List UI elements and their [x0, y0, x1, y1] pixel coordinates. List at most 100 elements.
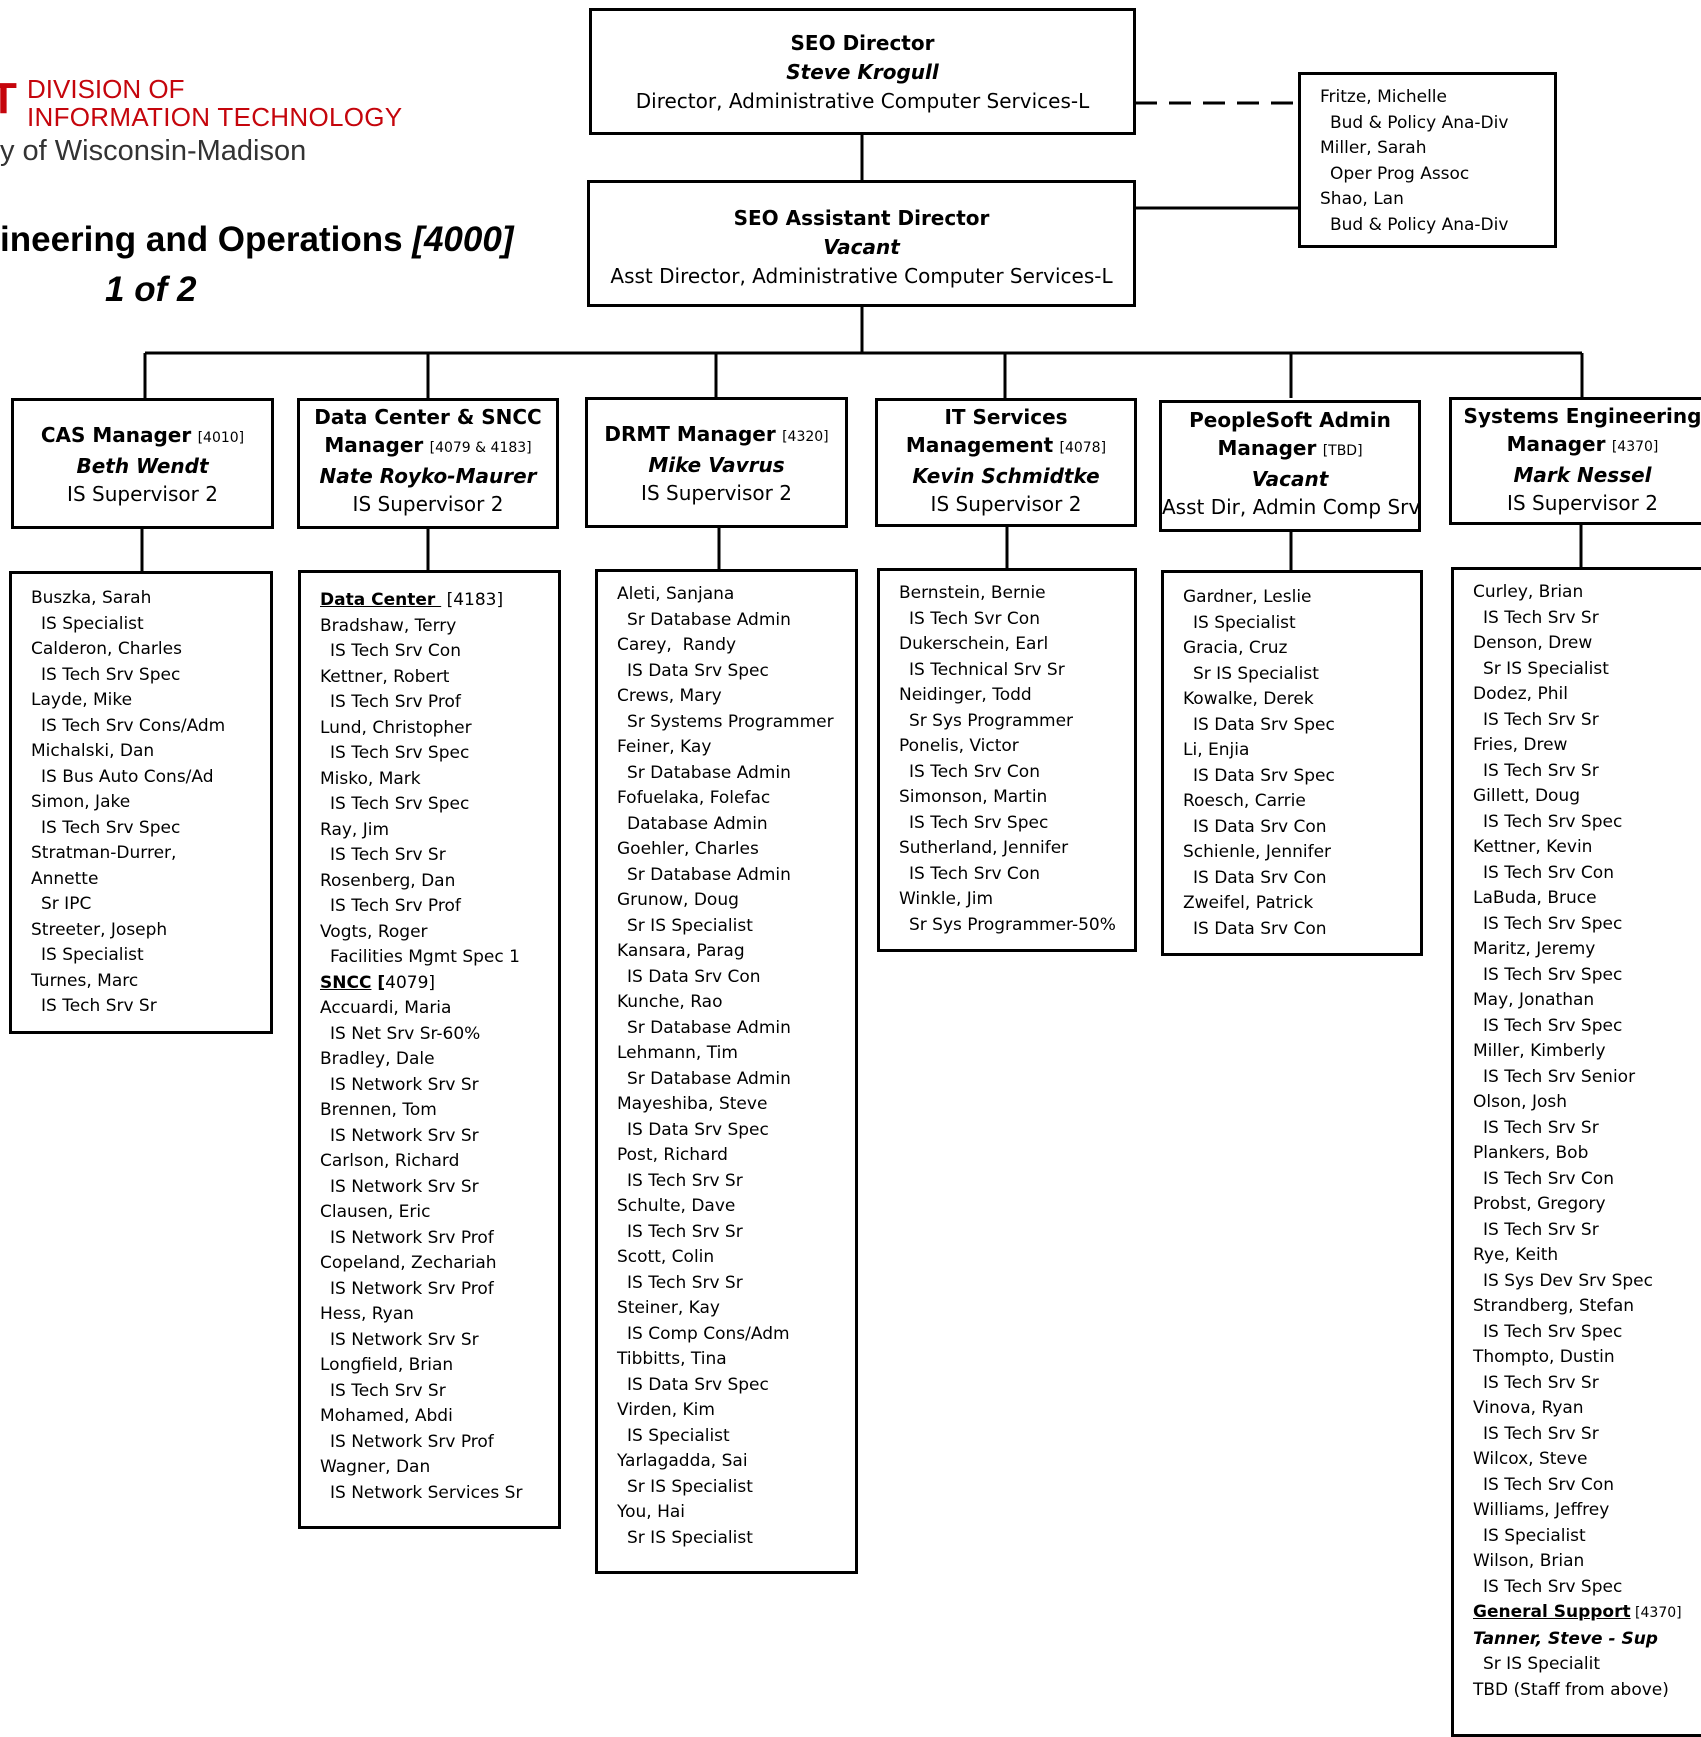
- member-role: IS Data Srv Spec: [627, 1374, 769, 1395]
- staff-role: Bud & Policy Ana-Div: [1330, 214, 1509, 235]
- staff-name: Fritze, Michelle: [1320, 87, 1447, 107]
- member-role: Sr Database Admin: [627, 1068, 791, 1089]
- member-name: Dukerschein, Earl: [899, 634, 1049, 654]
- manager-title: IT Services: [944, 405, 1068, 429]
- member-name: Buszka, Sarah: [31, 588, 152, 608]
- member-role: IS Network Srv Sr: [330, 1176, 479, 1197]
- member-name: Clausen, Eric: [320, 1202, 431, 1222]
- member-name: Neidinger, Todd: [899, 685, 1032, 705]
- member-role: Sr IPC: [41, 894, 92, 914]
- member-name: LaBuda, Bruce: [1473, 888, 1597, 908]
- member-role: Sr IS Specialist: [1483, 658, 1609, 679]
- manager-position: IS Supervisor 2: [67, 482, 218, 506]
- member-name: You, Hai: [617, 1502, 686, 1522]
- member-role: IS Tech Srv Sr: [1483, 1219, 1599, 1240]
- member-role: IS Network Services Sr: [330, 1482, 523, 1503]
- page-subtitle: 1 of 2: [105, 270, 197, 309]
- director-name: Steve Krogull: [786, 60, 939, 84]
- member-role: IS Tech Srv Spec: [41, 664, 181, 685]
- manager-box-syseng: Systems Engineering Manager [4370] Mark …: [1449, 397, 1701, 525]
- member-role: IS Tech Srv Sr: [627, 1221, 743, 1242]
- group-header-label: SNCC: [320, 972, 372, 993]
- member-role: IS Network Srv Prof: [330, 1431, 494, 1452]
- member-role: Sr Database Admin: [627, 864, 791, 885]
- member-name: Maritz, Jeremy: [1473, 939, 1596, 959]
- member-role: IS Tech Srv Sr: [330, 1380, 446, 1401]
- member-name: Layde, Mike: [31, 690, 133, 710]
- member-role: IS Tech Srv Spec: [1483, 1576, 1623, 1597]
- member-name: Lund, Christopher: [320, 717, 472, 738]
- member-name: Schulte, Dave: [617, 1196, 736, 1216]
- member-name: Williams, Jeffrey: [1473, 1500, 1610, 1520]
- member-role: IS Data Srv Con: [1193, 918, 1327, 939]
- member-role: Sr IS Specialist: [627, 1527, 753, 1548]
- group-header-sncc: SNCC [4079]: [320, 971, 558, 997]
- member-role: IS Data Srv Con: [627, 966, 761, 987]
- member-role: Sr IS Specialist: [627, 1476, 753, 1497]
- member-name: Grunow, Doug: [617, 890, 739, 910]
- member-name: Simon, Jake: [31, 792, 131, 812]
- member-role: IS Tech Srv Spec: [330, 743, 470, 763]
- member-role: IS Tech Srv Spec: [330, 794, 470, 814]
- member-role: Sr Database Admin: [627, 762, 791, 783]
- member-role: Sr IS Specialist: [1193, 663, 1319, 684]
- member-name: Hess, Ryan: [320, 1304, 414, 1324]
- member-role: IS Tech Srv Con: [1483, 1474, 1614, 1495]
- staff-role: Bud & Policy Ana-Div: [1330, 112, 1509, 133]
- member-name: Longfield, Brian: [320, 1355, 454, 1375]
- member-name: Carlson, Richard: [320, 1151, 460, 1171]
- member-role: IS Tech Srv Con: [330, 641, 461, 661]
- member-name: Bradley, Dale: [320, 1049, 435, 1069]
- member-name: Fofuelaka, Folefac: [617, 788, 771, 808]
- manager-box-cas: CAS Manager [4010] Beth Wendt IS Supervi…: [11, 398, 274, 529]
- member-role: IS Tech Srv Spec: [1483, 811, 1623, 832]
- member-role: IS Sys Dev Srv Spec: [1483, 1270, 1653, 1291]
- manager-code: [4320]: [782, 429, 829, 445]
- member-name: Michalski, Dan: [31, 741, 155, 761]
- member-name: Denson, Drew: [1473, 633, 1593, 653]
- member-role: IS Tech Srv Sr: [1483, 607, 1599, 628]
- member-name: Mohamed, Abdi: [320, 1406, 453, 1426]
- assistant-title: SEO Assistant Director: [733, 206, 990, 230]
- member-role: IS Tech Srv Con: [1483, 862, 1614, 883]
- member-name: Kowalke, Derek: [1183, 689, 1314, 709]
- member-role: IS Tech Srv Spec: [1483, 1015, 1623, 1036]
- manager-name: Nate Royko-Maurer: [319, 464, 537, 488]
- member-name: Gracia, Cruz: [1183, 638, 1288, 658]
- member-name: Copeland, Zechariah: [320, 1253, 497, 1273]
- member-role: IS Data Srv Con: [1193, 867, 1327, 888]
- member-role: IS Data Srv Spec: [627, 1119, 769, 1140]
- member-name: Miller, Kimberly: [1473, 1041, 1606, 1061]
- member-role: IS Specialist: [1483, 1525, 1586, 1546]
- member-role: IS Tech Srv Sr: [627, 1272, 743, 1293]
- member-name: Feiner, Kay: [617, 737, 712, 757]
- member-role: IS Specialist: [1193, 612, 1296, 633]
- member-name: Gillett, Doug: [1473, 786, 1580, 806]
- group-header-datacenter: Data Center [4183]: [320, 588, 558, 614]
- member-name: Bradshaw, Terry: [320, 615, 457, 636]
- group-header-general-support: General Support [4370]: [1473, 1600, 1701, 1627]
- member-role: IS Tech Srv Con: [1483, 1168, 1614, 1189]
- member-role: IS Specialist: [41, 945, 144, 965]
- manager-name: Beth Wendt: [76, 454, 209, 478]
- member-role: IS Tech Srv Sr: [1483, 1117, 1599, 1138]
- member-role: Database Admin: [627, 813, 768, 834]
- member-name: Ray, Jim: [320, 819, 390, 840]
- member-role: IS Tech Srv Spec: [909, 812, 1049, 833]
- manager-box-drmt: DRMT Manager [4320] Mike Vavrus IS Super…: [585, 397, 848, 528]
- member-role: Sr IS Specialist: [627, 915, 753, 936]
- member-role: IS Tech Svr Con: [909, 608, 1040, 629]
- member-name: Kettner, Kevin: [1473, 837, 1593, 857]
- member-role: IS Tech Srv Cons/Adm: [41, 715, 226, 736]
- manager-position: IS Supervisor 2: [641, 481, 792, 505]
- member-role: IS Specialist: [627, 1425, 730, 1446]
- team-list-datacenter: Data Center [4183]Bradshaw, Terry IS Tech…: [298, 570, 561, 1529]
- member-role: IS Data Srv Spec: [1193, 765, 1335, 786]
- manager-code: [4010]: [197, 430, 245, 446]
- staff-name: Miller, Sarah: [1320, 138, 1427, 158]
- member-role: IS Tech Srv Spec: [41, 817, 181, 838]
- member-name: Goehler, Charles: [617, 839, 759, 859]
- member-name: Li, Enjia: [1183, 740, 1250, 760]
